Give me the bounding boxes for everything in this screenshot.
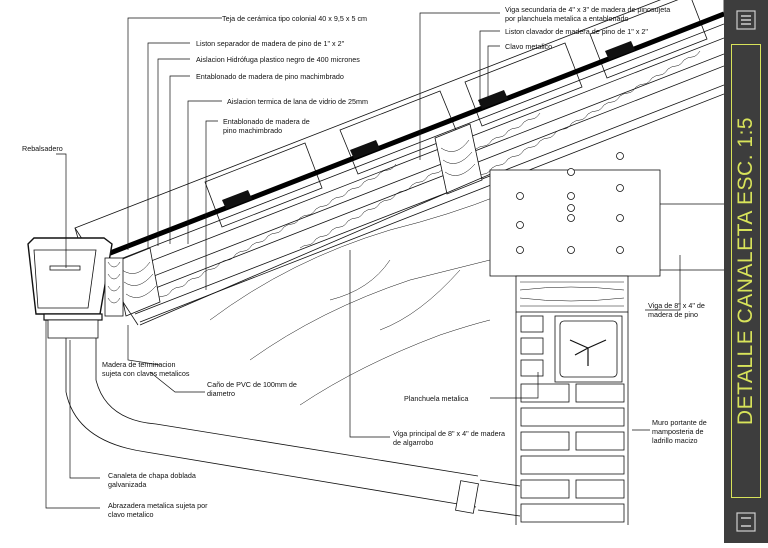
label-abrazadera-a: Abrazadera metalica sujeta por (108, 501, 208, 510)
label-entablonado-1: Entablonado de madera de pino machimbrad… (196, 72, 344, 81)
collapse-icon[interactable] (734, 510, 758, 534)
label-entablonado-2a: Entablonado de madera de (223, 117, 310, 126)
technical-drawing: Teja de cerámica tipo colonial 40 x 9,5 … (22, 0, 724, 525)
pine-beam (515, 275, 629, 313)
pvc-pipe (65, 338, 521, 517)
secondary-beams (114, 123, 483, 317)
drawing-svg: Teja de cerámica tipo colonial 40 x 9,5 … (22, 0, 724, 525)
label-cano-b: diametro (207, 389, 235, 398)
label-clavo: Clavo metalico (505, 42, 552, 51)
label-liston-clavador: Liston clavador de madera de pino de 1" … (505, 27, 648, 36)
hamburger-icon[interactable] (734, 8, 758, 32)
label-teja: Teja de cerámica tipo colonial 40 x 9,5 … (222, 14, 367, 23)
main-beam-wood (139, 169, 501, 406)
sidebar: DETALLE CANALETA ESC. 1:5 (724, 0, 768, 543)
label-viga-secundaria-b: por planchuela metalica a entablonado (505, 14, 628, 23)
label-rebalsadero: Rebalsadero (22, 144, 63, 153)
label-abrazadera-b: clavo metalico (108, 510, 154, 519)
label-aislacion-hidrofuga: Aislacion Hidrófuga plastico negro de 40… (196, 55, 360, 64)
label-planchuela: Planchuela metalica (404, 394, 468, 403)
annotations: Teja de cerámica tipo colonial 40 x 9,5 … (22, 5, 707, 519)
gutter (27, 237, 124, 339)
label-canaleta-b: galvanizada (108, 480, 146, 489)
label-muro-b: mamposteria de (652, 427, 704, 436)
label-canaleta-a: Canaleta de chapa doblada (108, 471, 196, 480)
roof-assembly (74, 0, 724, 326)
label-viga-pino-a: Viga de 8" x 4" de (648, 301, 705, 310)
brick-wall (515, 312, 629, 525)
leader-lines (45, 12, 681, 509)
label-viga-secundaria-a: Viga secundaria de 4" x 3" de madera de … (505, 5, 670, 14)
thermal-insulation (139, 50, 701, 309)
label-viga-principal-b: de algarrobo (393, 438, 433, 447)
label-aislacion-termica: Aislacion termica de lana de vidrio de 2… (227, 97, 368, 106)
label-madera-terminacion-a: Madera de terminacion (102, 360, 176, 369)
label-muro-a: Muro portante de (652, 418, 707, 427)
label-viga-principal-a: Viga principal de 8" x 4" de madera (393, 429, 505, 438)
title-panel (731, 44, 761, 498)
label-madera-terminacion-b: sujeta con clavos metalicos (102, 369, 190, 378)
label-entablonado-2b: pino machimbrado (223, 126, 282, 135)
label-viga-pino-b: madera de pino (648, 310, 698, 319)
metal-plate (489, 152, 724, 277)
drawing-title: DETALLE CANALETA ESC. 1:5 (734, 116, 757, 426)
label-liston-separador: Liston separador de madera de pino de 1"… (196, 39, 345, 48)
label-muro-c: ladrillo macizo (652, 436, 698, 445)
label-cano-a: Caño de PVC de 100mm de (207, 380, 297, 389)
